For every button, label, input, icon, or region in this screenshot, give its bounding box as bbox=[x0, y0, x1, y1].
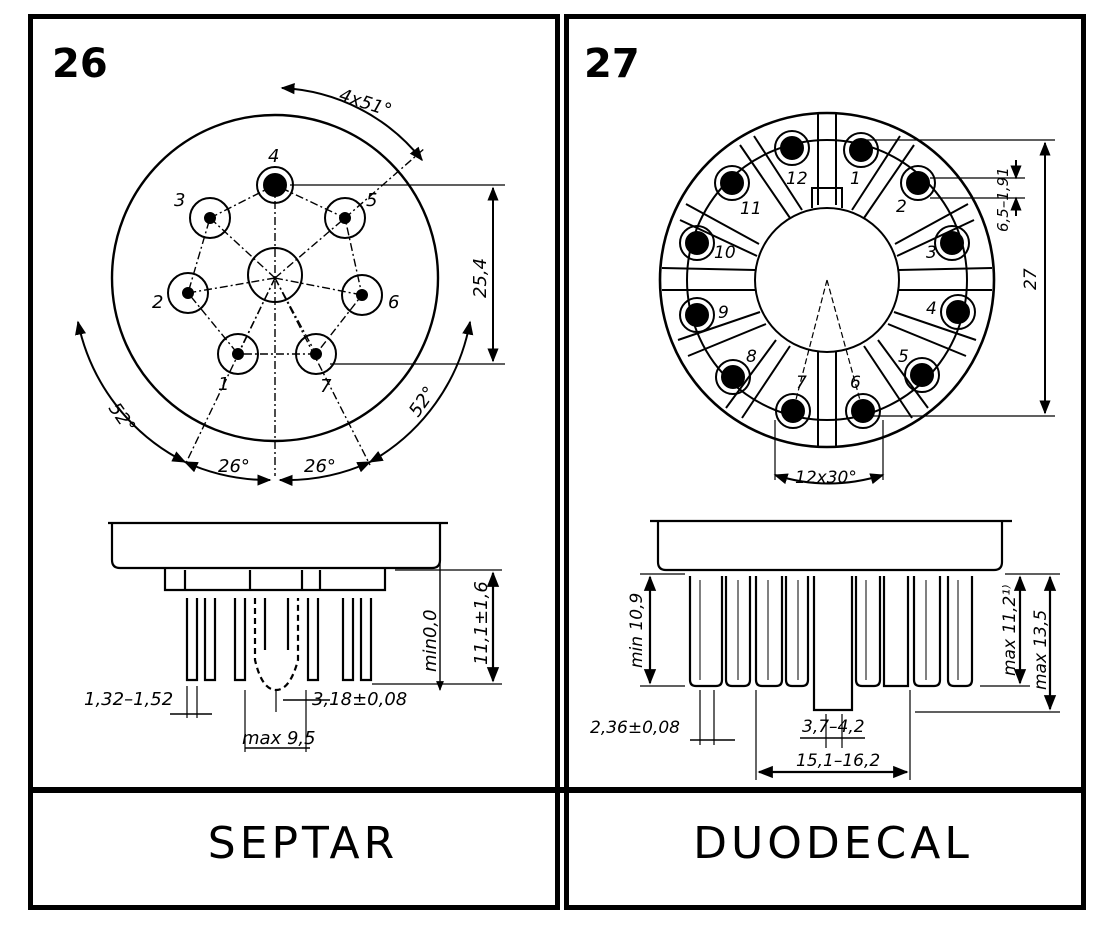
duodecal-pin-2: 2 bbox=[896, 197, 907, 217]
caption-duodecal: DUODECAL bbox=[693, 818, 973, 869]
septar-dim-spacing: 4x51° bbox=[336, 85, 394, 122]
duodecal-pin-9: 9 bbox=[718, 303, 729, 323]
septar-base-view bbox=[75, 83, 505, 486]
duodecal-dim-key-width: 6,5–1,91 bbox=[994, 167, 1012, 232]
septar-pin-6: 6 bbox=[388, 292, 399, 313]
septar-pin-2: 2 bbox=[152, 292, 163, 313]
caption-septar: SEPTAR bbox=[207, 818, 399, 869]
duodecal-dim-hub-dia: 15,1–16,2 bbox=[796, 751, 880, 771]
septar-dim-pin-dia: 1,32–1,52 bbox=[84, 689, 173, 710]
panel-number-27: 27 bbox=[584, 41, 640, 87]
panel-number-26: 26 bbox=[52, 41, 108, 87]
duodecal-dim-spacing: 12x30° bbox=[795, 468, 857, 488]
duodecal-side-view bbox=[640, 519, 1060, 780]
panel-divider bbox=[555, 14, 569, 910]
septar-side-view bbox=[108, 521, 502, 752]
duodecal-pin-8: 8 bbox=[746, 347, 757, 367]
septar-dim-min-length: min0,0 bbox=[420, 609, 441, 672]
septar-dim-angle-left: 52° bbox=[104, 399, 140, 437]
septar-dim-angle-bl: 26° bbox=[218, 456, 250, 477]
duodecal-dim-circle: 27 bbox=[1021, 268, 1041, 290]
septar-pin-3: 3 bbox=[174, 190, 185, 211]
septar-pin-1: 1 bbox=[218, 374, 229, 395]
duodecal-pin-7: 7 bbox=[796, 373, 807, 393]
duodecal-base-view bbox=[658, 111, 1055, 485]
duodecal-pin-6: 6 bbox=[850, 373, 861, 393]
duodecal-pin-11: 11 bbox=[740, 199, 762, 219]
septar-dim-angle-br: 26° bbox=[304, 456, 336, 477]
duodecal-pin-4: 4 bbox=[926, 299, 937, 319]
septar-dim-angle-right: 52° bbox=[405, 383, 441, 421]
duodecal-pin-3: 3 bbox=[926, 243, 937, 263]
duodecal-dim-max-len-a: max 11,2¹⁾ bbox=[1000, 585, 1020, 676]
duodecal-dim-min-len: min 10,9 bbox=[627, 593, 647, 668]
septar-pin-5: 5 bbox=[366, 190, 377, 211]
septar-dim-center-dia: 3,18±0,08 bbox=[312, 689, 407, 710]
duodecal-pin-5: 5 bbox=[898, 347, 909, 367]
septar-dim-max-width: max 9,5 bbox=[242, 728, 316, 749]
duodecal-dim-max-len-b: max 13,5 bbox=[1031, 610, 1051, 690]
duodecal-pin-12: 12 bbox=[786, 169, 808, 189]
septar-dim-row-height: 25,4 bbox=[470, 258, 491, 298]
caption-divider bbox=[28, 787, 1086, 793]
duodecal-dim-pin-dia: 2,36±0,08 bbox=[590, 718, 680, 738]
duodecal-dim-key-dia: 3,7–4,2 bbox=[802, 717, 865, 737]
septar-dim-pin-length: 11,1±1,6 bbox=[471, 581, 492, 665]
duodecal-pin-1: 1 bbox=[850, 169, 861, 189]
duodecal-pin-10: 10 bbox=[714, 243, 736, 263]
septar-pin-4: 4 bbox=[268, 146, 279, 167]
septar-pin-7: 7 bbox=[320, 376, 332, 397]
